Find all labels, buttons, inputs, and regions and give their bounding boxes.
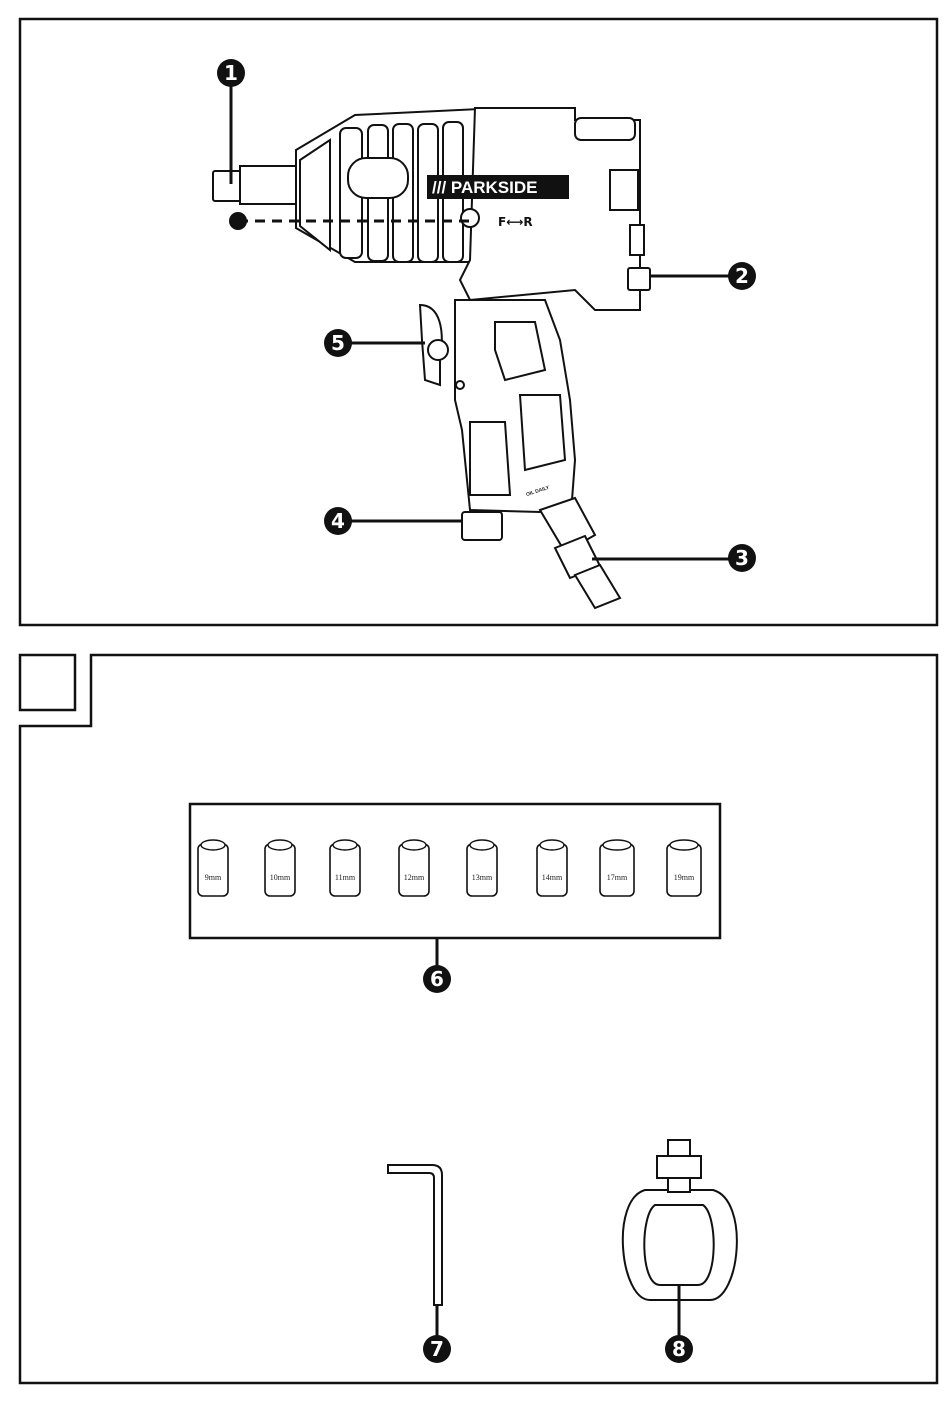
dashed-marker-dot <box>229 212 247 230</box>
socket-4: 12mm <box>399 840 429 896</box>
callout-7: 7 <box>423 1335 451 1363</box>
socket-size-label: 12mm <box>404 873 425 882</box>
svg-text:4: 4 <box>331 509 345 533</box>
hex-key <box>388 1165 442 1305</box>
svg-text:7: 7 <box>430 1337 444 1361</box>
socket-3: 11mm <box>330 840 360 896</box>
socket-size-label: 11mm <box>335 873 356 882</box>
reverse-switch <box>628 268 650 290</box>
callout-1: 1 <box>217 59 245 87</box>
socket-size-label: 13mm <box>472 873 493 882</box>
direction-label: F⟷R <box>498 215 533 229</box>
callout-5: 5 <box>324 329 352 357</box>
svg-text:3: 3 <box>735 546 749 570</box>
callout-4: 4 <box>324 507 352 535</box>
socket-6: 14mm <box>537 840 567 896</box>
brand-label: /// PARKSIDE <box>432 178 537 197</box>
panel-tab <box>20 655 75 710</box>
svg-text:1: 1 <box>224 61 238 85</box>
svg-text:2: 2 <box>735 264 749 288</box>
air-connector <box>540 498 620 608</box>
callout-8: 8 <box>665 1335 693 1363</box>
socket-1: 9mm <box>198 840 228 896</box>
callout-3: 3 <box>728 544 756 572</box>
air-regulator <box>462 512 502 540</box>
svg-text:5: 5 <box>331 331 345 355</box>
socket-size-label: 14mm <box>542 873 563 882</box>
socket-size-label: 9mm <box>205 873 222 882</box>
socket-2: 10mm <box>265 840 295 896</box>
bottom-panel-frame <box>20 655 937 1383</box>
socket-5: 13mm <box>467 840 497 896</box>
swivel-adapter <box>623 1140 737 1300</box>
socket-8: 19mm <box>667 840 701 896</box>
callout-2: 2 <box>728 262 756 290</box>
callout-6: 6 <box>423 965 451 993</box>
svg-text:8: 8 <box>672 1337 686 1361</box>
socket-size-label: 19mm <box>674 873 695 882</box>
svg-text:6: 6 <box>430 967 444 991</box>
socket-size-label: 10mm <box>270 873 291 882</box>
socket-row: 9mm 10mm 11mm 12mm 13mm 14mm 17mm 19mm <box>198 840 701 896</box>
socket-7: 17mm <box>600 840 634 896</box>
socket-size-label: 17mm <box>607 873 628 882</box>
